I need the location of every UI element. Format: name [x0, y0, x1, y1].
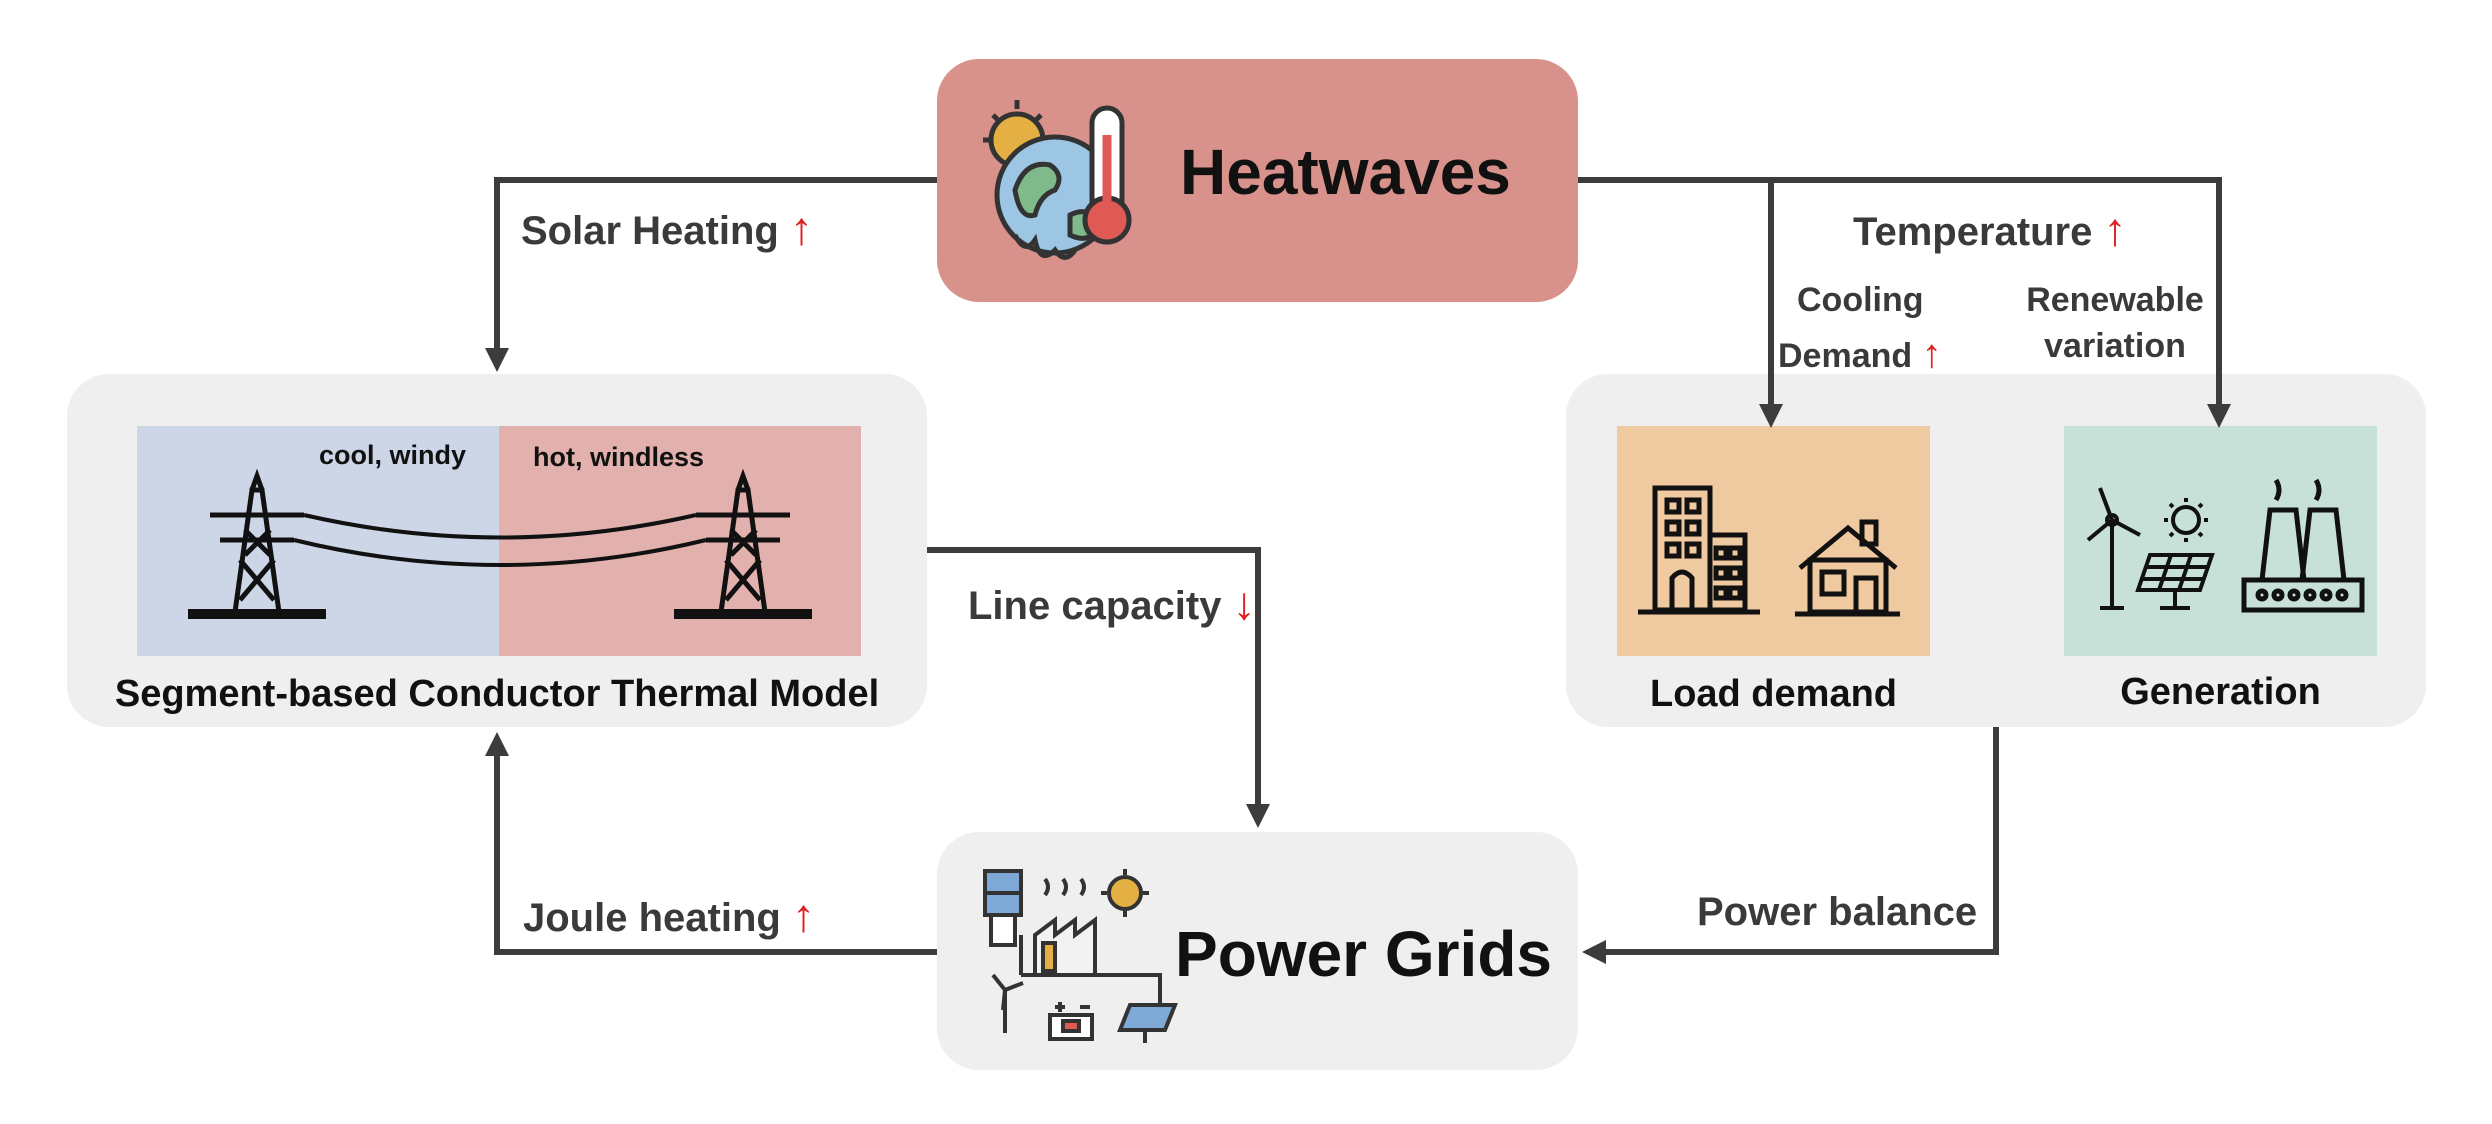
- joule-heating-text: Joule heating: [523, 896, 781, 940]
- renewable-line1: Renewable: [2026, 281, 2204, 319]
- load-demand-caption: Load demand: [1649, 673, 1898, 715]
- transmission-tower-left-icon: [188, 468, 326, 619]
- cooling-demand-line1: Cooling: [1797, 281, 1924, 319]
- temperature-text: Temperature: [1853, 210, 2093, 254]
- increase-arrow-icon: ↑: [1921, 332, 1942, 376]
- joule-heating-label: Joule heating ↑: [523, 892, 815, 938]
- line-capacity-text: Line capacity: [968, 584, 1222, 628]
- transmission-tower-right-icon: [674, 468, 812, 619]
- sun-icon: [2164, 498, 2208, 542]
- power-balance-text: Power balance: [1697, 890, 1978, 934]
- conductor-lines: [293, 513, 707, 567]
- generation-caption: Generation: [2120, 671, 2321, 713]
- line-capacity-arrow: [927, 547, 1261, 808]
- cool-windy-label: cool, windy: [319, 440, 467, 470]
- increase-arrow-icon: ↑: [2103, 203, 2127, 255]
- globe-thermometer-icon: [983, 100, 1132, 260]
- power-grid-icon: [983, 869, 1178, 1043]
- increase-arrow-icon: ↑: [791, 889, 815, 941]
- temperature-label: Temperature ↑: [1853, 206, 2126, 252]
- solar-heating-arrow: [494, 177, 937, 352]
- hot-windless-label: hot, windless: [533, 442, 705, 472]
- solar-heating-label: Solar Heating ↑: [521, 205, 813, 251]
- solar-heating-text: Solar Heating: [521, 209, 779, 253]
- line-capacity-label: Line capacity ↓: [968, 580, 1256, 626]
- thermal-model-caption: Segment-based Conductor Thermal Model: [114, 673, 880, 715]
- joule-heating-arrow: [494, 752, 937, 955]
- cooling-demand-line2-wrap: Demand ↑: [1778, 327, 1942, 383]
- temperature-arrow: [1578, 177, 2222, 408]
- solar-panel-icon: [2135, 553, 2215, 610]
- cooling-demand-line2: Demand: [1778, 337, 1913, 375]
- office-building-icon: [1638, 485, 1760, 615]
- house-icon: [1795, 519, 1900, 617]
- generation-panel: [2064, 426, 2377, 656]
- renewable-line2: variation: [2044, 327, 2186, 365]
- decrease-arrow-icon: ↓: [1232, 577, 1256, 629]
- power-balance-arrow: [1602, 727, 1999, 955]
- heatwaves-title: Heatwaves: [1180, 136, 1511, 208]
- wind-turbine-icon: [2086, 487, 2141, 610]
- power-grids-title: Power Grids: [1175, 918, 1552, 990]
- power-balance-label: Power balance: [1697, 892, 1977, 932]
- power-plant-icon: [2241, 478, 2365, 613]
- increase-arrow-icon: ↑: [789, 202, 813, 254]
